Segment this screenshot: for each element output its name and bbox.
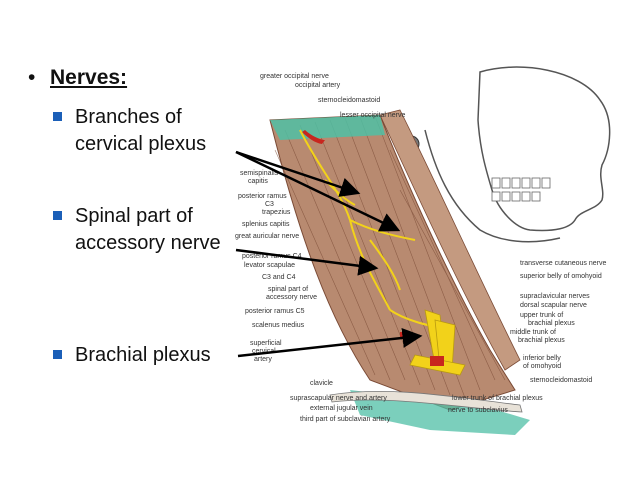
label-upper-trunk: upper trunk of <box>520 312 563 319</box>
label-spinal-acc: spinal part of <box>268 286 308 293</box>
label-scm-top: sternocleidomastoid <box>318 97 380 104</box>
label-superficial: superficial <box>250 340 282 347</box>
label-lesser-occipital: lesser occipital nerve <box>340 112 405 119</box>
label-superficial-2: cervical <box>252 348 276 355</box>
label-great-auricular: great auricular nerve <box>235 233 299 240</box>
label-post-ramus-c5: posterior ramus C5 <box>245 308 305 315</box>
bullet-dot: • <box>28 66 36 89</box>
label-ext-jugular: external jugular vein <box>310 405 373 412</box>
suprascapular-artery <box>400 332 412 338</box>
subclavian-artery <box>430 356 444 366</box>
label-suprascapular: suprascapular nerve and artery <box>290 395 387 402</box>
label-middle-trunk: middle trunk of <box>510 329 556 336</box>
label-greater-occipital: greater occipital nerve <box>260 73 329 80</box>
teeth <box>491 177 551 202</box>
label-third-part: third part of subclavian artery <box>300 416 391 423</box>
label-c3c4: C3 and C4 <box>262 274 296 281</box>
label-upper-trunk-2: brachial plexus <box>528 320 575 327</box>
fascia-bottom <box>350 390 530 435</box>
label-lower-trunk: lower trunk of brachial plexus <box>452 395 543 402</box>
muscle-triangle <box>269 114 516 411</box>
label-trapezius: trapezius <box>262 209 291 216</box>
heading-nerves: Nerves: <box>50 66 128 89</box>
occipital-artery <box>302 130 325 144</box>
bullet-square-icon <box>53 211 62 220</box>
skull-outline <box>477 66 611 232</box>
item-line1: Brachial plexus <box>75 344 211 366</box>
label-levator: levator scapulae <box>244 262 295 269</box>
label-post-ramus-c4: posterior ramus C4 <box>242 253 302 260</box>
label-post-ramus-c3: posterior ramus <box>238 193 287 200</box>
label-semispinalis-2: capitis <box>248 178 268 185</box>
label-dorsal-scap: dorsal scapular nerve <box>520 302 587 309</box>
jaw-outline <box>424 129 561 243</box>
bullet-square-icon <box>53 112 62 121</box>
item-line2: accessory nerve <box>75 232 221 254</box>
label-supraclav: supraclavicular nerves <box>520 293 590 300</box>
neck-anatomy-figure: greater occipital nerve occipital artery… <box>235 66 611 435</box>
label-post-ramus-c3-2: C3 <box>265 201 274 208</box>
label-semispinalis: semispinalis <box>240 170 279 177</box>
fascia-top <box>270 115 385 140</box>
label-spinal-acc-2: accessory nerve <box>266 294 317 301</box>
label-sup-omohyoid: superior belly of omohyoid <box>520 273 602 280</box>
label-middle-trunk-2: brachial plexus <box>518 337 565 344</box>
label-nerve-subclavius: nerve to subclavius <box>448 407 508 414</box>
label-inf-omohyoid: inferior belly <box>523 355 561 362</box>
label-occipital-artery: occipital artery <box>295 82 341 89</box>
sternocleidomastoid-band <box>379 109 521 371</box>
item-line2: cervical plexus <box>75 133 207 155</box>
clavicle <box>329 390 523 413</box>
label-scalenus: scalenus medius <box>252 322 305 329</box>
label-clavicle: clavicle <box>310 380 333 387</box>
label-scm-bottom: sternocleidomastoid <box>530 377 592 384</box>
bullet-square-icon <box>53 350 62 359</box>
item-line1: Branches of <box>75 106 182 128</box>
label-transverse-cut: transverse cutaneous nerve <box>520 260 606 267</box>
label-inf-omohyoid-2: of omohyoid <box>523 363 561 370</box>
label-superficial-3: artery <box>254 356 272 363</box>
label-splenius: splenius capitis <box>242 221 290 228</box>
item-line1: Spinal part of <box>75 205 193 227</box>
